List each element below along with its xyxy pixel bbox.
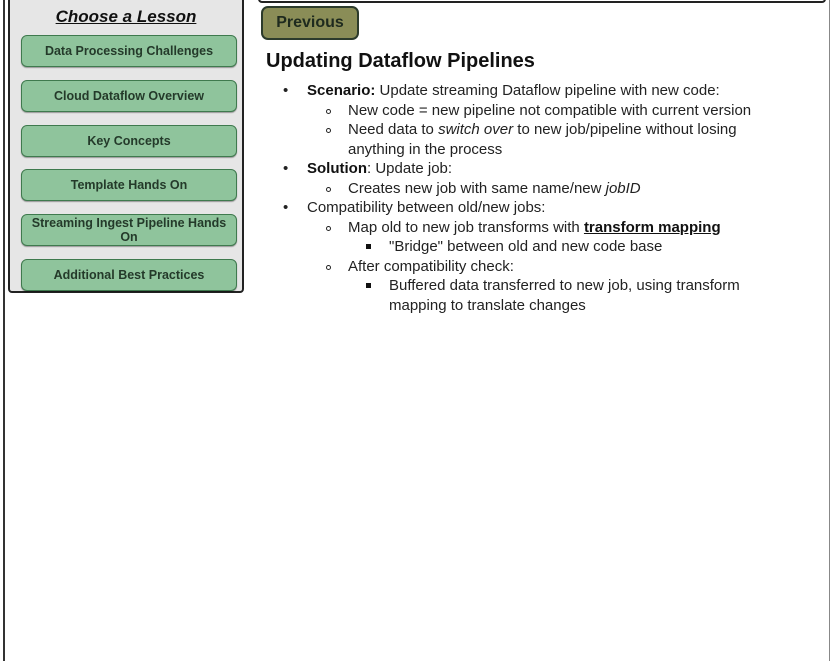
- list-item: After compatibility check: Buffered data…: [307, 257, 796, 316]
- list-item-text: Map old to new job transforms with: [348, 218, 584, 236]
- list-item: Need data to switch over to new job/pipe…: [307, 120, 796, 159]
- list-item-text: to new job/pipeline without losing anyth…: [348, 121, 737, 158]
- list-item: Buffered data transferred to new job, us…: [348, 276, 796, 315]
- list-item-emphasis: switch over: [438, 121, 514, 138]
- lesson-sidebar: Choose a Lesson Data Processing Challeng…: [8, 0, 244, 293]
- sidebar-title: Choose a Lesson: [55, 7, 197, 26]
- list-item-text: Need data to: [348, 121, 439, 138]
- previous-button[interactable]: Previous: [261, 6, 359, 40]
- list-item-text: After compatibility check:: [348, 257, 514, 275]
- list-item-solution: Solution: Update job: Creates new job wi…: [266, 159, 796, 198]
- scenario-label: Scenario:: [307, 82, 376, 99]
- page-title: Updating Dataflow Pipelines: [266, 50, 535, 72]
- compatibility-text: Compatibility between old/new jobs:: [307, 199, 546, 216]
- list-item-text: Creates new job with same name/new: [348, 179, 606, 197]
- list-item-scenario: Scenario: Update streaming Dataflow pipe…: [266, 81, 796, 159]
- list-item: "Bridge" between old and new code base: [348, 237, 796, 257]
- lesson-button-key-concepts[interactable]: Key Concepts: [21, 125, 237, 157]
- list-item: New code = new pipeline not compatible w…: [307, 101, 796, 121]
- transform-mapping-link[interactable]: transform mapping: [583, 218, 721, 236]
- list-item-emphasis: jobID: [605, 179, 641, 197]
- bullet-list: Scenario: Update streaming Dataflow pipe…: [266, 81, 796, 315]
- lesson-button-template-hands-on[interactable]: Template Hands On: [21, 169, 237, 201]
- solution-text: : Update job:: [367, 160, 453, 177]
- lesson-content: Updating Dataflow Pipelines Scenario: Up…: [266, 50, 796, 315]
- list-item: Creates new job with same name/new jobID: [307, 179, 796, 199]
- scenario-text: Update streaming Dataflow pipeline with …: [375, 82, 720, 99]
- window-left-border: [3, 0, 5, 661]
- list-item: Map old to new job transforms with trans…: [307, 218, 796, 257]
- list-item-compatibility: Compatibility between old/new jobs: Map …: [266, 198, 796, 315]
- lesson-button-data-processing-challenges[interactable]: Data Processing Challenges: [21, 35, 237, 67]
- solution-label: Solution: [307, 160, 367, 177]
- lesson-button-cloud-dataflow-overview[interactable]: Cloud Dataflow Overview: [21, 80, 237, 112]
- lesson-button-streaming-ingest-pipeline-hands-on[interactable]: Streaming Ingest Pipeline Hands On: [21, 214, 237, 246]
- lesson-button-additional-best-practices[interactable]: Additional Best Practices: [21, 259, 237, 291]
- top-nav-bar: [258, 0, 826, 3]
